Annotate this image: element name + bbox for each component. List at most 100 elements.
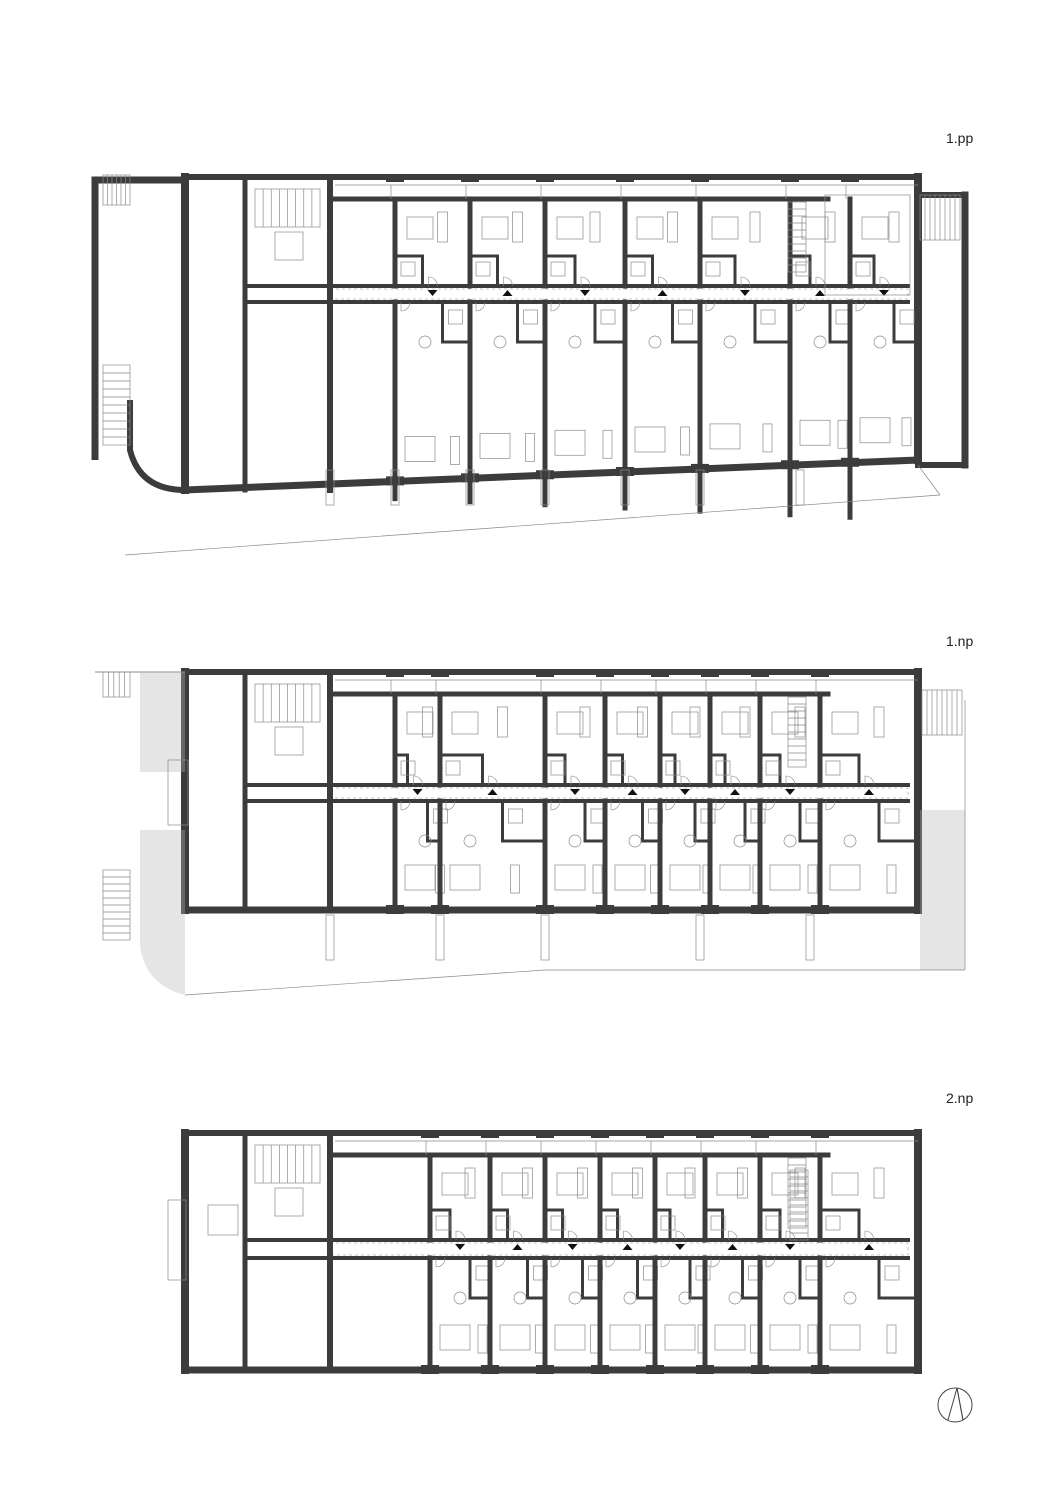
dining-table	[568, 834, 582, 848]
door-swing	[710, 1257, 721, 1268]
entrance-marker-icon	[412, 789, 423, 795]
light-well	[540, 914, 550, 961]
bed	[479, 432, 511, 459]
bed	[501, 1172, 529, 1196]
door-swing	[400, 800, 411, 811]
shower	[665, 760, 681, 776]
dining-table	[513, 1291, 527, 1305]
floor-label-1pp: 1.pp	[946, 130, 974, 146]
bay-window	[167, 1199, 187, 1281]
sofa	[577, 1167, 588, 1199]
elevator-shaft	[274, 231, 304, 261]
bed	[666, 1172, 694, 1196]
shower	[435, 1215, 451, 1231]
facade-pier	[616, 466, 634, 476]
bed	[769, 864, 801, 891]
door-swing	[445, 800, 456, 811]
sofa	[794, 1167, 806, 1199]
shower	[884, 1265, 900, 1281]
light-well	[325, 469, 335, 506]
facade-pier	[651, 905, 669, 914]
shower	[765, 760, 781, 776]
bed	[801, 216, 829, 240]
dining-table	[733, 834, 747, 848]
door-swing	[495, 1257, 506, 1268]
technical-room	[824, 194, 911, 296]
facade-pier	[481, 1365, 499, 1374]
paving-hatch	[140, 830, 185, 995]
facade-pier	[596, 669, 614, 677]
bed	[714, 1324, 746, 1351]
bed	[829, 864, 861, 891]
facade-pier	[596, 905, 614, 914]
bed	[451, 711, 479, 735]
facade-pier	[536, 669, 554, 677]
facade-pier	[536, 905, 554, 914]
facade-pier	[386, 905, 404, 914]
bed	[634, 426, 666, 453]
bed	[616, 711, 644, 735]
sofa	[888, 211, 900, 243]
facade-pier	[691, 463, 709, 473]
bed	[449, 864, 481, 891]
door-swing	[550, 1257, 561, 1268]
elevator-shaft	[274, 726, 304, 756]
entrance-marker-icon	[675, 1244, 685, 1250]
door-swing	[765, 800, 776, 811]
facade-pier	[811, 905, 829, 914]
entrance-marker-icon	[627, 789, 638, 795]
door-swing	[765, 1257, 776, 1268]
shower	[765, 1215, 781, 1231]
sofa	[510, 864, 520, 894]
dining-table	[683, 834, 697, 848]
bed	[769, 1324, 801, 1351]
door-swing	[455, 1230, 466, 1241]
shower	[523, 309, 538, 325]
facade-pier	[536, 174, 554, 182]
dining-table	[728, 1291, 742, 1305]
bed	[709, 423, 741, 450]
light-well	[435, 914, 445, 961]
sofa	[689, 706, 701, 738]
bed	[671, 711, 699, 735]
elevator-shaft	[274, 1187, 304, 1217]
entrance-marker-icon	[680, 789, 690, 795]
sofa	[873, 1167, 885, 1199]
facade-pier	[536, 1365, 554, 1374]
facade-pier	[696, 1130, 714, 1138]
sofa	[739, 706, 751, 738]
facade-pier	[431, 669, 449, 677]
sofa	[525, 432, 535, 462]
door-swing	[568, 1230, 578, 1241]
shower	[550, 1215, 566, 1231]
door-swing	[413, 775, 423, 786]
sofa	[901, 417, 912, 447]
door-swing	[628, 775, 638, 786]
bed	[441, 1172, 469, 1196]
bed	[721, 711, 749, 735]
door-swing	[864, 775, 875, 786]
door-swing	[740, 276, 751, 287]
facade-pier	[616, 174, 634, 182]
bed	[554, 1324, 586, 1351]
facade-pier	[751, 1130, 769, 1138]
bed	[669, 864, 701, 891]
paving-hatch	[140, 672, 185, 772]
shower	[448, 309, 463, 325]
sofa	[592, 864, 603, 894]
sofa	[680, 426, 690, 456]
dining-table	[783, 1291, 797, 1305]
door-swing	[715, 800, 726, 811]
sofa	[886, 1324, 897, 1354]
corridor-axis	[329, 1242, 909, 1256]
dining-table	[678, 1291, 692, 1305]
sofa	[512, 211, 523, 243]
sofa	[477, 1324, 488, 1354]
door-swing	[795, 301, 806, 312]
bed	[404, 436, 436, 462]
dining-table	[628, 834, 642, 848]
door-swing	[785, 775, 796, 786]
door-swing	[550, 301, 561, 312]
facade-pier	[781, 174, 799, 182]
sofa	[737, 1167, 748, 1199]
